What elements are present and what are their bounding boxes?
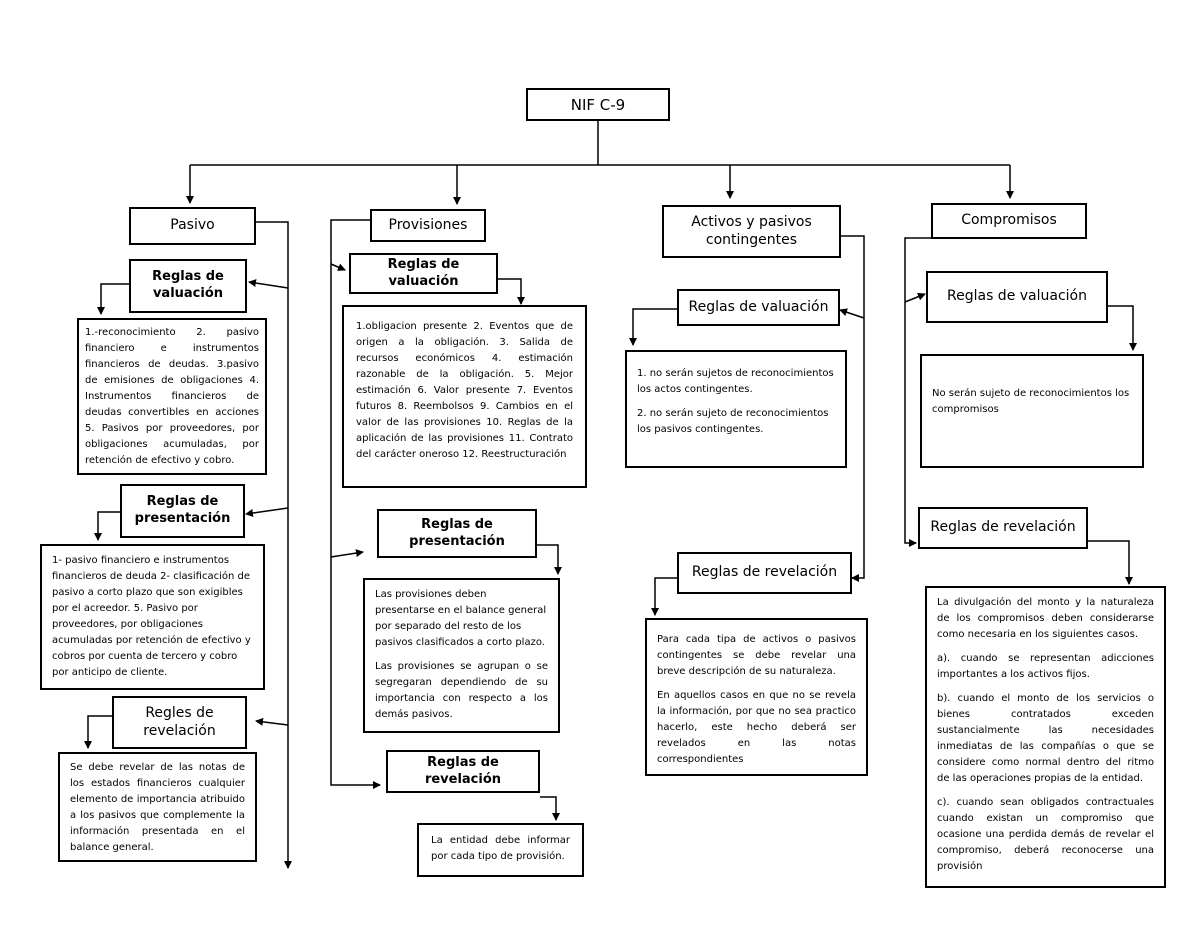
activos-valuacion-p1: 1. no serán sujetos de reconocimientos l… — [637, 368, 834, 395]
activos-valuacion-p2: 2. no serán sujeto de reconocimientos lo… — [637, 408, 829, 435]
activos-revelacion-p1: Para cada tipa de activos o pasivos cont… — [657, 634, 856, 677]
compromisos-valuacion-label: Reglas de valuación — [947, 288, 1087, 305]
pasivo-presentacion-content: 1- pasivo financiero e instrumentos fina… — [52, 555, 251, 678]
pasivo-valuacion-node: Reglas de valuación — [129, 259, 247, 313]
provisiones-valuacion-content: 1.obligacion presente 2. Eventos que de … — [356, 321, 573, 460]
provisiones-valuacion-label: Reglas de valuación — [387, 256, 460, 289]
provisiones-revelacion-label: Reglas de revelación — [424, 754, 502, 787]
pasivo-valuacion-label: Reglas de valuación — [152, 269, 224, 301]
compromisos-revelacion-label: Reglas de revelación — [930, 519, 1076, 536]
activos-valuacion-text: 1. no serán sujetos de reconocimientos l… — [625, 350, 847, 468]
provisiones-presentacion-text: Las provisiones deben presentarse en el … — [363, 578, 560, 733]
provisiones-revelacion-text: La entidad debe informar por cada tipo d… — [417, 823, 584, 877]
compromisos-revelacion-p4: c). cuando sean obligados contractuales … — [937, 797, 1154, 872]
pasivo-valuacion-text: 1.-reconocimiento 2. pasivo financiero e… — [77, 318, 267, 475]
provisiones-presentacion-label: Reglas de presentación — [409, 516, 505, 549]
provisiones-revelacion-content: La entidad debe informar por cada tipo d… — [431, 835, 570, 862]
compromisos-revelacion-p3: b). cuando el monto de los servicios o b… — [937, 693, 1154, 784]
compromisos-node: Compromisos — [931, 203, 1087, 239]
provisiones-node: Provisiones — [370, 209, 486, 242]
compromisos-valuacion-node: Reglas de valuación — [926, 271, 1108, 323]
provisiones-presentacion-p1: Las provisiones deben presentarse en el … — [375, 589, 547, 648]
pasivo-revelacion-content: Se debe revelar de las notas de los esta… — [70, 762, 245, 853]
provisiones-presentacion-p2: Las provisiones se agrupan o se segregar… — [375, 661, 548, 720]
compromisos-revelacion-p1: La divulgación del monto y la naturaleza… — [937, 597, 1154, 640]
compromisos-revelacion-p2: a). cuando se representan adicciones imp… — [937, 653, 1154, 680]
pasivo-node: Pasivo — [129, 207, 256, 245]
activos-valuacion-label: Reglas de valuación — [688, 298, 829, 315]
root-node: NIF C-9 — [526, 88, 670, 121]
provisiones-revelacion-node: Reglas de revelación — [386, 750, 540, 793]
activos-valuacion-node: Reglas de valuación — [677, 289, 840, 326]
compromisos-label: Compromisos — [961, 212, 1057, 229]
activos-revelacion-label: Reglas de revelación — [691, 564, 838, 581]
provisiones-valuacion-text: 1.obligacion presente 2. Eventos que de … — [342, 305, 587, 488]
pasivo-valuacion-content: 1.-reconocimiento 2. pasivo financiero e… — [85, 327, 259, 466]
root-label: NIF C-9 — [570, 95, 626, 114]
provisiones-valuacion-node: Reglas de valuación — [349, 253, 498, 294]
pasivo-revelacion-label: Regles de revelación — [143, 705, 216, 739]
compromisos-revelacion-text: La divulgación del monto y la naturaleza… — [925, 586, 1166, 888]
pasivo-presentacion-label: Reglas de presentación — [134, 494, 231, 526]
compromisos-valuacion-text: No serán sujeto de reconocimientos los c… — [920, 354, 1144, 468]
activos-revelacion-node: Reglas de revelación — [677, 552, 852, 594]
activos-revelacion-text: Para cada tipa de activos o pasivos cont… — [645, 618, 868, 776]
pasivo-presentacion-text: 1- pasivo financiero e instrumentos fina… — [40, 544, 265, 690]
pasivo-revelacion-node: Regles de revelación — [112, 696, 247, 749]
provisiones-presentacion-node: Reglas de presentación — [377, 509, 537, 558]
activos-label: Activos y pasivos contingentes — [691, 214, 812, 248]
pasivo-revelacion-text: Se debe revelar de las notas de los esta… — [58, 752, 257, 862]
activos-revelacion-p2: En aquellos casos en que no se revela la… — [657, 690, 856, 765]
pasivo-presentacion-node: Reglas de presentación — [120, 484, 245, 538]
compromisos-revelacion-node: Reglas de revelación — [918, 507, 1088, 549]
pasivo-label: Pasivo — [170, 217, 215, 234]
activos-node: Activos y pasivos contingentes — [662, 205, 841, 258]
provisiones-label: Provisiones — [388, 216, 468, 233]
compromisos-valuacion-content: No serán sujeto de reconocimientos los c… — [932, 388, 1130, 415]
